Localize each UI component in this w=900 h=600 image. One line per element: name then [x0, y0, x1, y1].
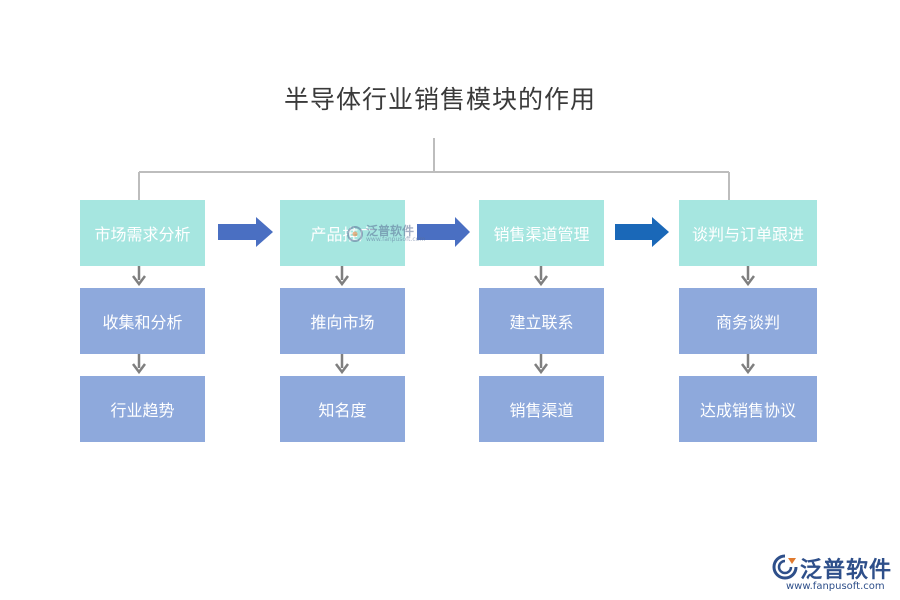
step-box-negotiation-followup: 谈判与订单跟进	[679, 200, 817, 266]
step-box-industry-trend: 行业趋势	[80, 376, 205, 442]
brand-logo-icon	[772, 554, 798, 580]
step-box-build-relations: 建立联系	[479, 288, 604, 354]
watermark: 泛普软件 www.fanpusoft.com	[346, 222, 426, 248]
down-arrow-head	[534, 275, 548, 287]
flow-arrow-2	[417, 217, 470, 247]
step-box-collect-analyze: 收集和分析	[80, 288, 205, 354]
step-box-go-to-market: 推向市场	[280, 288, 405, 354]
step-box-business-negotiation: 商务谈判	[679, 288, 817, 354]
flow-arrow-1	[218, 217, 273, 247]
step-box-channel-management: 销售渠道管理	[479, 200, 604, 266]
down-arrow-head	[741, 363, 755, 375]
brand-logo: 泛普软件 www.fanpusoft.com	[772, 552, 897, 598]
flow-arrow-3	[615, 217, 669, 247]
down-arrow-head	[335, 275, 349, 287]
step-box-awareness: 知名度	[280, 376, 405, 442]
diagram-title: 半导体行业销售模块的作用	[283, 85, 596, 114]
step-box-sales-agreement: 达成销售协议	[679, 376, 817, 442]
brand-name: 泛普软件	[800, 558, 893, 583]
brand-url: www.fanpusoft.com	[786, 581, 885, 592]
step-box-sales-channel: 销售渠道	[479, 376, 604, 442]
down-arrow-head	[132, 275, 146, 287]
down-arrow-head	[534, 363, 548, 375]
watermark-name: 泛普软件	[366, 224, 415, 238]
down-arrow-head	[741, 275, 755, 287]
down-arrow-head	[132, 363, 146, 375]
watermark-url: www.fanpusoft.com	[366, 236, 426, 243]
down-arrow-head	[335, 363, 349, 375]
watermark-logo-icon	[347, 226, 363, 242]
step-box-market-analysis: 市场需求分析	[80, 200, 205, 266]
